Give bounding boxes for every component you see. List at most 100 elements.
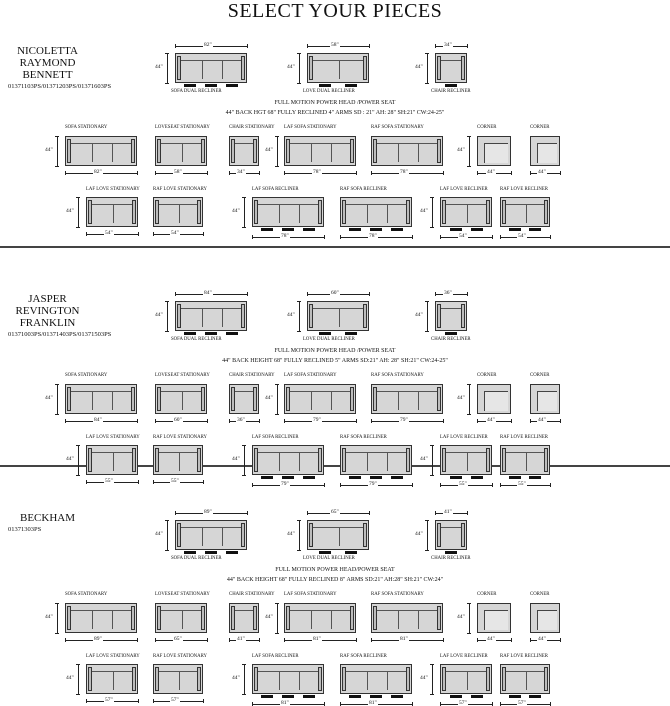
width-dimension-label: 34" bbox=[443, 42, 453, 48]
sofa-back bbox=[181, 303, 241, 309]
recliner-top-view bbox=[435, 520, 467, 550]
piece-label: CORNER bbox=[477, 125, 497, 130]
sofa-seat bbox=[367, 672, 389, 690]
depth-dimension-line bbox=[57, 384, 58, 414]
dimension-tick bbox=[155, 638, 156, 642]
dimension-tick bbox=[356, 638, 357, 642]
sofa-back bbox=[441, 55, 461, 61]
depth-dimension-line bbox=[167, 301, 168, 331]
sofa-back bbox=[258, 447, 318, 453]
sofa-arm bbox=[461, 56, 465, 80]
depth-dimension-label: 44" bbox=[231, 208, 241, 214]
dimension-tick bbox=[307, 44, 308, 48]
sofa-back bbox=[506, 447, 544, 453]
sofa-arm bbox=[231, 606, 235, 630]
width-dimension-label: 58" bbox=[330, 42, 340, 48]
dimension-tick bbox=[284, 638, 285, 642]
depth-dimension-label: 44" bbox=[154, 64, 164, 70]
sofa-arm bbox=[241, 304, 245, 328]
dimension-tick bbox=[371, 171, 372, 175]
recliner-footrest bbox=[261, 476, 274, 479]
recliner-top-view bbox=[340, 664, 412, 694]
dimension-tick bbox=[297, 53, 301, 54]
sofa-seat bbox=[367, 205, 389, 223]
sofa-seat bbox=[202, 528, 224, 546]
dimension-tick bbox=[86, 480, 87, 484]
sofa-seat bbox=[182, 144, 203, 162]
dimension-tick bbox=[467, 44, 468, 48]
depth-dimension-line bbox=[244, 664, 245, 694]
sofa-arm bbox=[254, 200, 258, 224]
piece-label: SOFA DUAL RECLINER bbox=[171, 89, 222, 94]
recliner-footrest bbox=[282, 695, 294, 698]
sofa-arm bbox=[437, 56, 441, 80]
sofa-back bbox=[446, 199, 486, 205]
sofa-back bbox=[313, 303, 363, 309]
width-dimension-label: 89" bbox=[93, 636, 103, 642]
sofa-seat bbox=[418, 144, 439, 162]
sofa-arm bbox=[157, 606, 161, 630]
width-dimension-label: 89" bbox=[203, 509, 213, 515]
dimension-tick bbox=[55, 603, 59, 604]
spec-details: 44" BACK HEIGHT 68" FULLY RECLINED 8" AR… bbox=[226, 577, 444, 583]
sofa-seat bbox=[506, 205, 527, 223]
recliner-footrest bbox=[349, 476, 362, 479]
depth-dimension-label: 44" bbox=[231, 456, 241, 462]
width-dimension-label: 84" bbox=[93, 417, 103, 423]
sofa-seat bbox=[179, 205, 199, 223]
sofa-arm bbox=[201, 606, 205, 630]
width-dimension-label: 65" bbox=[330, 509, 340, 515]
sofa-back bbox=[290, 138, 350, 144]
sofa-arm bbox=[231, 387, 235, 411]
piece-label: LAF LOVE RECLINER bbox=[440, 435, 488, 440]
stationary-top-view bbox=[284, 603, 356, 633]
dimension-tick bbox=[467, 603, 471, 604]
sofa-back bbox=[290, 605, 350, 611]
page-title: SELECT YOUR PIECES bbox=[227, 0, 443, 22]
dimension-tick bbox=[259, 171, 260, 175]
sofa-seat bbox=[181, 61, 203, 79]
sofa-seat bbox=[235, 611, 255, 629]
width-dimension-label: 36" bbox=[443, 290, 453, 296]
dimension-tick bbox=[137, 171, 138, 175]
recliner-top-view bbox=[340, 197, 412, 227]
dimension-tick bbox=[203, 699, 204, 703]
dimension-tick bbox=[340, 702, 341, 706]
sofa-seat bbox=[339, 528, 365, 546]
depth-dimension-label: 44" bbox=[419, 208, 429, 214]
width-dimension-label: 44" bbox=[486, 417, 496, 423]
family-name: BENNETT bbox=[22, 69, 73, 81]
dimension-tick bbox=[165, 53, 169, 54]
dimension-tick bbox=[324, 235, 325, 239]
sofa-arm bbox=[318, 448, 322, 472]
dimension-tick bbox=[203, 480, 204, 484]
width-dimension-label: 79" bbox=[280, 481, 290, 487]
corner-piece bbox=[477, 384, 511, 414]
dimension-tick bbox=[76, 445, 80, 446]
sofa-arm bbox=[88, 448, 92, 472]
recliner-footrest bbox=[184, 551, 197, 554]
dimension-tick bbox=[467, 511, 468, 515]
sofa-seat bbox=[387, 453, 408, 471]
sofa-back bbox=[161, 605, 201, 611]
piece-label: RAF LOVE STATIONARY bbox=[153, 187, 207, 192]
recliner-top-view bbox=[175, 301, 247, 331]
stationary-top-view bbox=[153, 445, 203, 475]
recliner-footrest bbox=[302, 476, 315, 479]
sofa-arm bbox=[201, 387, 205, 411]
sofa-seat bbox=[92, 611, 114, 629]
sofa-seat bbox=[179, 453, 199, 471]
corner-piece bbox=[477, 603, 511, 633]
dimension-tick bbox=[430, 664, 434, 665]
spec-heading: FULL MOTION POWER HEAD /POWER SEAT bbox=[274, 100, 396, 106]
sofa-arm bbox=[363, 523, 367, 547]
sofa-seat bbox=[398, 392, 420, 410]
corner-piece bbox=[530, 384, 560, 414]
recliner-top-view bbox=[500, 445, 550, 475]
dimension-tick bbox=[137, 638, 138, 642]
dimension-tick bbox=[252, 702, 253, 706]
recliner-footrest bbox=[319, 551, 331, 554]
dimension-tick bbox=[369, 44, 370, 48]
sofa-seat bbox=[222, 528, 243, 546]
sofa-back bbox=[446, 447, 486, 453]
